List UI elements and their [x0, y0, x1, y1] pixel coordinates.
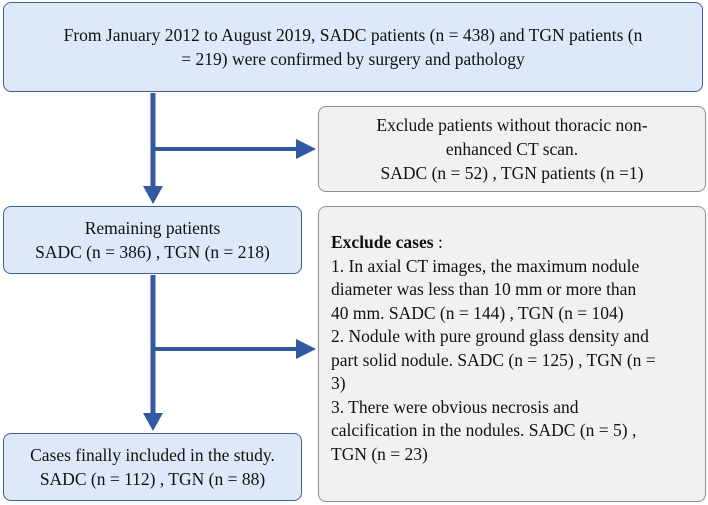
box-text-line: = 219) were confirmed by surgery and pat… — [181, 49, 525, 69]
arrow-to-exclude-ct — [153, 139, 316, 159]
box-text-line: 3) — [331, 373, 346, 393]
arrow-top-to-remaining — [143, 93, 163, 204]
box-text-line: diameter was less than 10 mm or more tha… — [331, 279, 637, 299]
box-remaining-patients: Remaining patients SADC (n = 386) , TGN … — [3, 206, 302, 274]
box-text-line: calcification in the nodules. SADC (n = … — [331, 420, 637, 440]
box-text-line: From January 2012 to August 2019, SADC p… — [63, 25, 643, 45]
box-text-line: Cases finally included in the study. — [30, 445, 275, 465]
box-text-line: TGN (n = 23) — [331, 443, 428, 464]
box-final-cases: Cases finally included in the study. SAD… — [3, 433, 302, 501]
box-initial-patients: From January 2012 to August 2019, SADC p… — [3, 2, 703, 92]
arrow-to-exclude-cases — [153, 339, 316, 359]
box-text-line: SADC (n = 112) , TGN (n = 88) — [39, 469, 266, 489]
box-text-line: enhanced CT scan. — [445, 139, 579, 159]
box-text-line: Exclude patients without thoracic non- — [376, 115, 648, 135]
exclude-cases-heading: Exclude cases — [331, 232, 434, 252]
box-text-line: 2. Nodule with pure ground glass density… — [331, 326, 649, 346]
box-exclude-cases: Exclude cases : 1. In axial CT images, t… — [318, 206, 706, 502]
box-exclude-no-ct: Exclude patients without thoracic non- e… — [318, 106, 706, 192]
exclude-cases-heading-line: Exclude cases : — [331, 231, 695, 255]
box-text-line: Remaining patients — [84, 218, 221, 238]
box-text-line: SADC (n = 52) , TGN patients (n =1) — [380, 163, 644, 183]
box-text-line: 3. There were obvious necrosis and — [331, 396, 579, 417]
arrow-remaining-to-final — [143, 275, 163, 431]
box-text-line: SADC (n = 386) , TGN (n = 218) — [35, 242, 270, 262]
box-text-line: part solid nodule. SADC (n = 125) , TGN … — [331, 349, 656, 370]
heading-suffix: : — [433, 232, 443, 252]
box-text-line: 40 mm. SADC (n = 144) , TGN (n = 104) — [331, 302, 624, 323]
box-text-line: 1. In axial CT images, the maximum nodul… — [331, 255, 640, 276]
